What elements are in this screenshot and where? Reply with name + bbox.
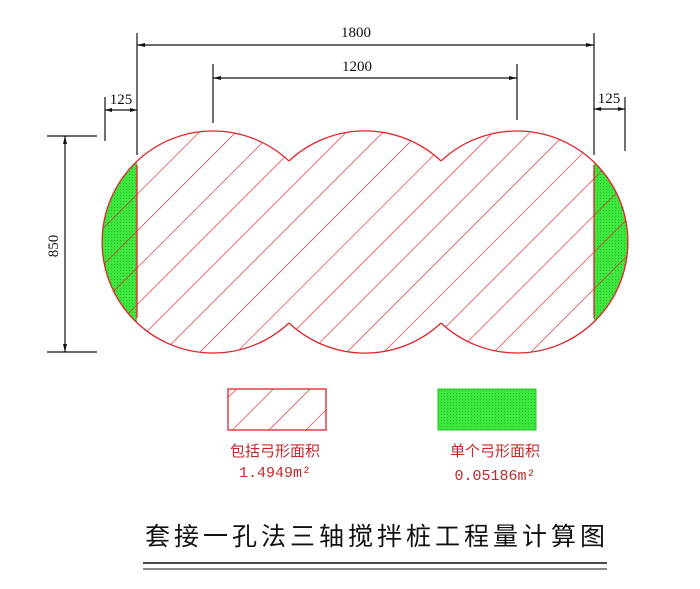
hatch-fill [102,131,628,353]
legend-green [437,388,537,431]
pile-outline [101,130,629,354]
legend-hatch-value: 1.4949m² [239,465,311,482]
dim-center-span: 1200 [342,59,372,75]
legend-green-value: 0.05186m² [454,468,535,485]
arc-segments [102,131,628,353]
diagram-title: 套接一孔法三轴搅拌桩工程量计算图 [145,522,605,551]
dimension-lines [47,33,626,353]
dim-height: 850 [46,235,62,258]
dim-left-overhang: 125 [110,92,133,108]
legend-hatch [227,388,327,431]
legend-hatch-label: 包括弓形面积 [230,442,320,460]
dim-overall-width: 1800 [341,25,371,41]
legend-green-label: 单个弓形面积 [450,442,540,460]
dim-right-overhang: 125 [598,91,621,107]
